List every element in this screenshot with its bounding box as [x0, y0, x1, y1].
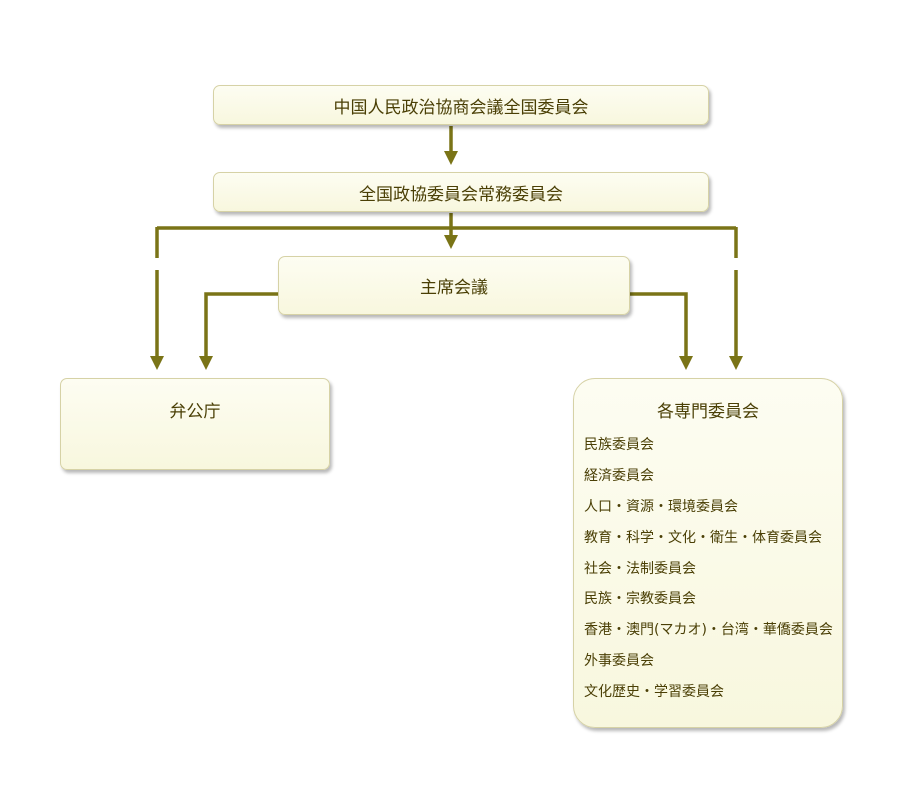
node-cppcc-national-committee: 中国人民政治協商会議全国委員会 [213, 85, 709, 125]
node-chairman-council-label: 主席会議 [420, 278, 488, 298]
committee-item: 民族委員会 [584, 437, 654, 453]
node-cppcc-label: 中国人民政治協商会議全国委員会 [333, 97, 589, 118]
committee-item: 経済委員会 [584, 467, 654, 484]
committee-item: 外事委員会 [584, 653, 654, 670]
committee-item: 文化歴史・学習委員会 [584, 684, 724, 701]
arrow-chair-to-office [199, 292, 278, 370]
committee-item: 民族・宗教委員会 [584, 591, 696, 608]
committee-list: 民族委員会 経済委員会 人口・資源・環境委員会 教育・科学・文化・衛生・体育委員… [584, 433, 833, 711]
node-general-office-label: 弁公庁 [169, 402, 221, 422]
node-chairman-council: 主席会議 [278, 256, 630, 315]
committee-item: 教育・科学・文化・衛生・体育委員会 [584, 529, 822, 546]
committee-item: 人口・資源・環境委員会 [584, 498, 738, 515]
node-general-office: 弁公庁 [60, 378, 330, 470]
arrow-chair-to-committees [630, 292, 693, 370]
node-special-committees: 各専門委員会 民族委員会 経済委員会 人口・資源・環境委員会 教育・科学・文化・… [573, 378, 843, 728]
node-special-committees-title: 各専門委員会 [657, 402, 759, 422]
committee-item: 香港・澳門(マカオ)・台湾・華僑委員会 [584, 622, 833, 639]
committee-item: 社会・法制委員会 [584, 560, 696, 577]
node-standing-committee: 全国政協委員会常務委員会 [213, 172, 709, 212]
node-standing-committee-label: 全国政協委員会常務委員会 [359, 184, 563, 205]
